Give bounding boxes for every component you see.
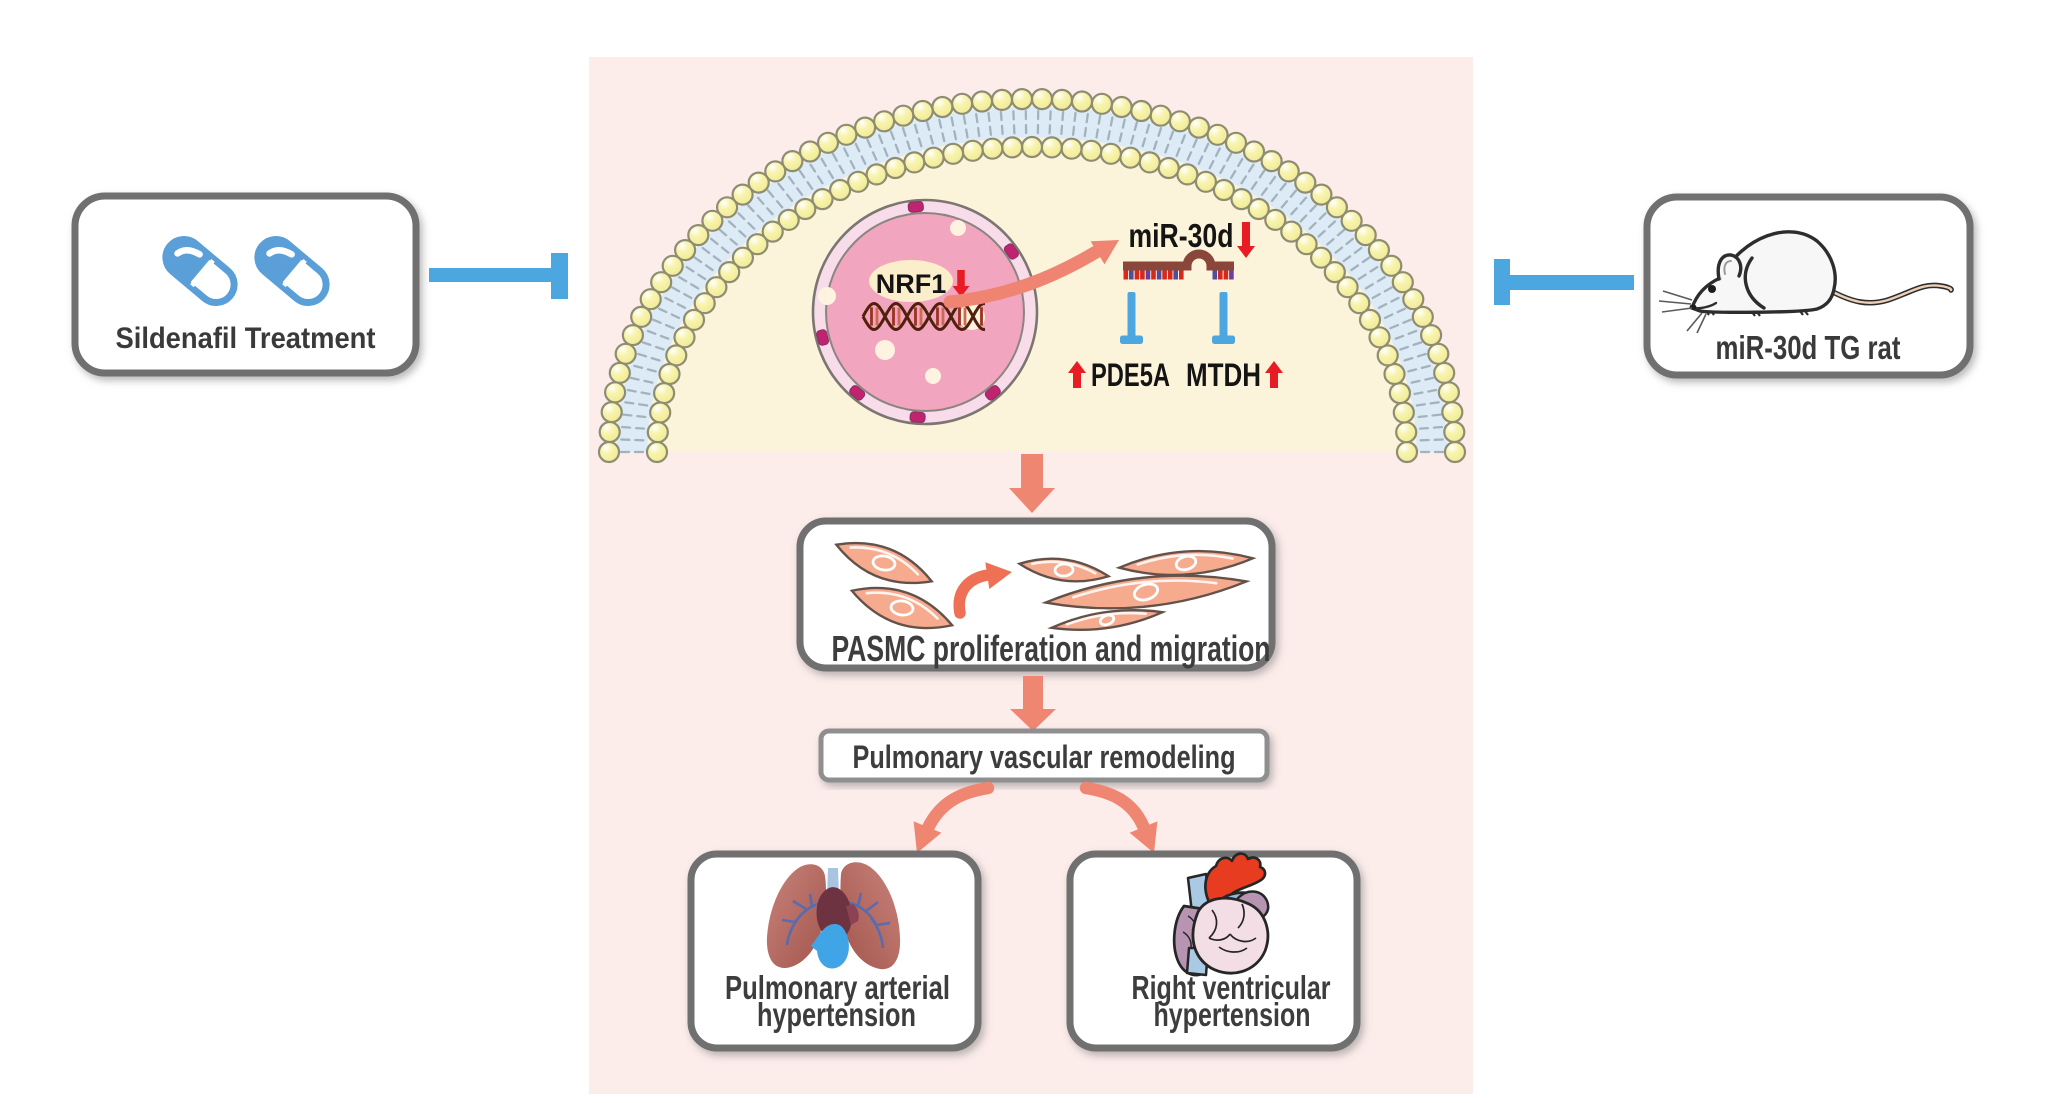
svg-text:Right ventricular: Right ventricular — [1132, 969, 1331, 1006]
svg-text:MTDH: MTDH — [1186, 357, 1261, 393]
svg-text:Pulmonary arterial: Pulmonary arterial — [725, 969, 950, 1006]
svg-text:miR-30d TG rat: miR-30d TG rat — [1716, 329, 1901, 366]
svg-text:hypertension: hypertension — [757, 996, 916, 1033]
svg-text:Pulmonary vascular remodeling: Pulmonary vascular remodeling — [853, 739, 1236, 775]
svg-text:PASMC proliferation and migrat: PASMC proliferation and migration — [832, 628, 1271, 669]
svg-text:miR-30d: miR-30d — [1129, 217, 1234, 254]
svg-text:PDE5A: PDE5A — [1091, 357, 1170, 393]
svg-text:hypertension: hypertension — [1154, 996, 1311, 1033]
svg-text:Sildenafil Treatment: Sildenafil Treatment — [116, 322, 376, 355]
svg-text:NRF1: NRF1 — [876, 269, 947, 299]
